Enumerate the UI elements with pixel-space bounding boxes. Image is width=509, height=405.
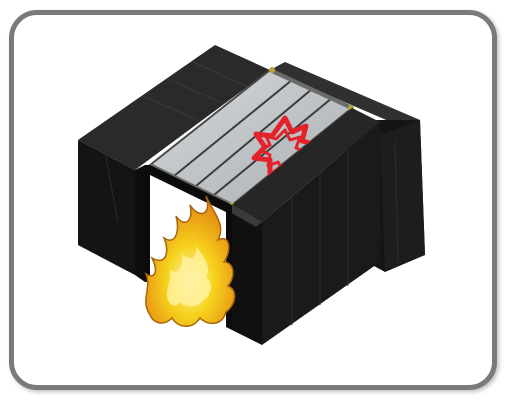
- fire-icon: [146, 196, 235, 326]
